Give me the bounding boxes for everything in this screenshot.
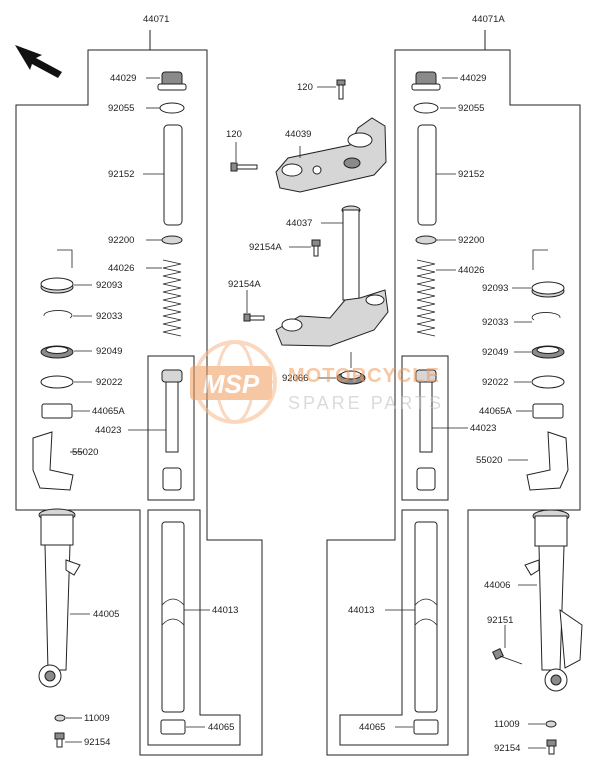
left-cylinder-frame — [147, 355, 195, 501]
part-number-label: 92093 — [96, 280, 122, 291]
part-number-label: 44029 — [110, 73, 136, 84]
left-tube-frame — [147, 509, 241, 746]
part-number-label: 44013 — [348, 605, 374, 616]
part-number-label: 92154A — [249, 242, 282, 253]
part-number-label: 44029 — [460, 73, 486, 84]
part-number-label: 92154 — [84, 737, 110, 748]
part-number-label: 11009 — [84, 713, 110, 724]
part-number-label: 44006 — [484, 580, 510, 591]
part-number-label: 92093 — [482, 283, 508, 294]
center-parts: 120 44039 120 44037 92154A 92154A — [226, 79, 389, 385]
assembly-right-label: 44071A — [472, 14, 505, 25]
right-tube-frame — [339, 509, 449, 746]
watermark-logo: MSP — [203, 369, 260, 399]
part-number-label: 44065A — [92, 406, 125, 417]
part-number-label: 92022 — [96, 377, 122, 388]
part-number-label: 55020 — [72, 447, 98, 458]
right-assembly-frame — [326, 30, 581, 756]
part-number-label: 92055 — [108, 103, 134, 114]
part-number-label: 44026 — [458, 265, 484, 276]
part-number-label: 44026 — [108, 263, 134, 274]
part-number-label: 92154A — [228, 279, 261, 290]
left-assembly-frame — [15, 30, 263, 756]
left-parts: 44029 92055 92152 92200 44026 92093 9203… — [32, 71, 238, 748]
part-number-label: 92049 — [482, 347, 508, 358]
part-number-label: 44065 — [359, 722, 385, 733]
part-number-label: 92151 — [487, 615, 513, 626]
part-number-label: 92022 — [482, 377, 508, 388]
front-arrow-icon — [15, 45, 62, 78]
part-number-label: 92152 — [458, 169, 484, 180]
part-number-label: 92049 — [96, 346, 122, 357]
part-number-label: 92066 — [282, 373, 308, 384]
part-number-label: 92033 — [96, 311, 122, 322]
assembly-left-label: 44071 — [143, 14, 169, 25]
part-number-label: 44039 — [285, 129, 311, 140]
part-number-label: 92055 — [458, 103, 484, 114]
watermark-logo-box — [190, 366, 272, 400]
part-number-label: 55020 — [476, 455, 502, 466]
part-number-label: 120 — [226, 129, 242, 140]
part-number-label: 44013 — [212, 605, 238, 616]
part-number-label: 92152 — [108, 169, 134, 180]
part-number-label: 92200 — [458, 235, 484, 246]
part-number-label: 92154 — [494, 743, 520, 754]
watermark-line1: MOTORCYCLE — [288, 365, 440, 387]
watermark: MSP MOTORCYCLE SPARE PARTS — [190, 340, 444, 424]
right-parts: 44029 92055 92152 92200 44026 92093 9203… — [348, 71, 583, 755]
part-number-label: 120 — [297, 82, 313, 93]
part-number-label: 44037 — [286, 218, 312, 229]
watermark-line2: SPARE PARTS — [288, 393, 444, 413]
part-number-label: 44005 — [93, 609, 119, 620]
part-number-label: 44023 — [95, 425, 121, 436]
part-number-label: 92200 — [108, 235, 134, 246]
part-number-label: 44065 — [208, 722, 234, 733]
part-number-label: 92033 — [482, 317, 508, 328]
part-number-label: 11009 — [494, 719, 520, 730]
part-number-label: 44065A — [479, 406, 512, 417]
part-number-label: 44023 — [470, 423, 496, 434]
